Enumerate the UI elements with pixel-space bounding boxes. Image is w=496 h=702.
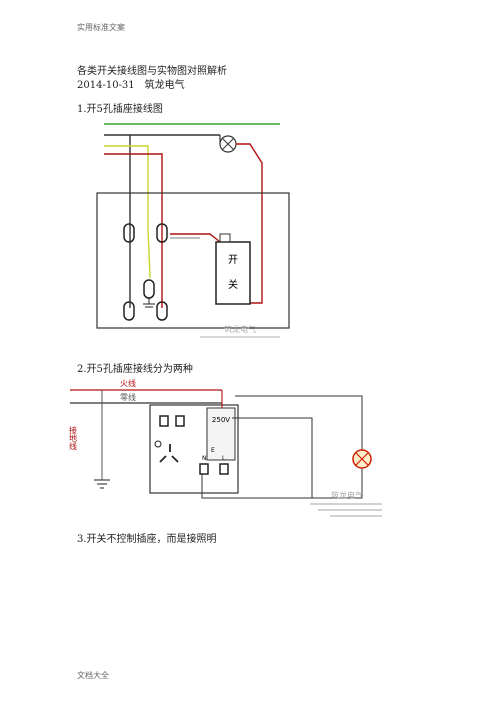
switch-label-bottom: 关: [228, 278, 238, 291]
article-meta: 2014-10-31 筑龙电气: [77, 80, 185, 91]
zero-label: 零线: [120, 392, 136, 402]
switch-box: [215, 241, 251, 305]
outlet-panel: [96, 192, 290, 329]
section-heading-2: 2.开5孔插座接线分为两种: [77, 364, 193, 375]
section-heading-3: 3.开关不控制插座，而是接照明: [77, 534, 217, 545]
switch-rating: 250V: [212, 416, 230, 424]
wiring-diagram-1: 开 关 筑龙电气: [96, 123, 290, 338]
earth-wire: [104, 145, 151, 279]
diagram-watermark-2: 筑龙电气: [331, 490, 363, 500]
live-wire: [104, 153, 163, 308]
l-label: L: [222, 455, 226, 462]
page-header: 实用标准文案: [77, 23, 125, 32]
ground-label: 接地线: [69, 425, 78, 450]
section-heading-1: 1.开5孔插座接线图: [77, 104, 163, 115]
fire-label: 火线: [120, 378, 136, 388]
diagram-watermark: 筑龙电气: [224, 324, 256, 334]
e-label: E: [211, 447, 215, 454]
wiring-diagram-2: 火线 零线 接地线 250V N L E 筑龙电气: [69, 378, 382, 517]
page-footer: 文档大全: [77, 671, 109, 680]
switch-label-top: 开: [228, 255, 238, 266]
article-title: 各类开关接线图与实物图对照解析: [77, 66, 227, 77]
n-label: N: [202, 455, 207, 462]
switch-unit: [206, 407, 236, 461]
